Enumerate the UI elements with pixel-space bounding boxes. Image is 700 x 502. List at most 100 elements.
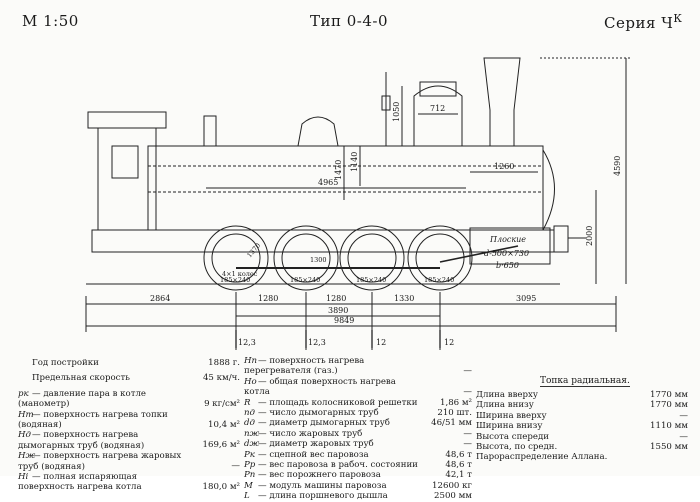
whistle [381, 95, 391, 111]
locomotive-drawing: 2864 1280 1280 1330 3095 3890 9849 4965 … [85, 57, 630, 350]
spec-row: nж— число жаровых труб — [244, 429, 472, 439]
spec-value: 48,6 т [445, 459, 472, 470]
buffer-beam [553, 225, 569, 253]
spec-row: Pр— вес паровоза в рабоч. состоянии 48,6… [244, 460, 472, 470]
dim-text: 712 [430, 104, 445, 113]
specs-firebox: Длина вверху 1770 мм Длина внизу 1770 мм… [476, 376, 688, 463]
steam-dome [297, 116, 339, 147]
spec-label: — вес порожнего паровоза [258, 470, 381, 481]
spec-label: — диаметр дымогарных труб [258, 418, 390, 429]
spec-row: pк— давление пара в котле (манометр) 9 к… [18, 389, 240, 410]
cab-roof [87, 111, 167, 129]
spec-row: Hо— общая поверхность нагрева котла — [244, 377, 472, 398]
spec-symbol: Hт [18, 409, 34, 420]
spec-symbol: Hо [244, 376, 257, 387]
spec-value: 1888 г. [208, 358, 240, 368]
dim-text: 1470 [334, 160, 343, 180]
spec-symbol: nж [244, 428, 260, 439]
series-label: Серия ЧК [604, 12, 682, 32]
dim-text: 4965 [318, 178, 338, 187]
type-label: Тип 0-4-0 [310, 12, 389, 30]
spec-row: Предельная скорость 45 км/ч. [18, 373, 240, 383]
spec-row: nд— число дымогарных труб 210 шт. [244, 408, 472, 418]
spec-row: Год постройки 1888 г. [18, 358, 240, 368]
dim-text: 9849 [334, 316, 354, 325]
spec-label: Высота спереди [476, 431, 549, 442]
dim-text: 1280 [258, 294, 278, 303]
spec-value: — [679, 431, 688, 442]
spec-label: Высота, по средн. [476, 441, 558, 452]
wheel-1-inner [211, 233, 261, 283]
spec-value: 1770 мм [650, 400, 688, 411]
spec-value: 1550 мм [650, 441, 688, 452]
spec-row: M— модуль машины паровоза 12600 кг [244, 481, 472, 491]
spec-value: — [463, 366, 472, 376]
spec-value: 10,4 м² [208, 419, 240, 430]
series-text: Серия [604, 14, 656, 32]
dim-text: 1280 [326, 294, 346, 303]
spec-row: Hп— поверхность нагрева перегревателя (г… [244, 356, 472, 377]
spec-row: Высота, по средн. 1550 мм [476, 442, 688, 452]
dome-cap [419, 81, 457, 97]
spec-value: 180,0 м² [202, 481, 240, 492]
spec-row: Hж— поверхность нагрева жаровых труб (во… [18, 451, 240, 472]
spec-label: Ширина внизу [476, 421, 543, 432]
wheel-1 [203, 225, 269, 291]
chimney [483, 57, 521, 147]
spec-symbol: Pп [244, 470, 256, 481]
spec-symbol: Hд [18, 430, 31, 441]
sand-dome [413, 85, 463, 147]
spec-symbol: dд [244, 418, 255, 429]
spec-symbol: nд [244, 407, 255, 418]
series-sup: К [673, 12, 683, 25]
wheel-4 [407, 225, 473, 291]
spec-label: — диаметр жаровых труб [258, 439, 374, 450]
document-page: М 1:50 Тип 0-4-0 Серия ЧК [18, 12, 688, 502]
dim-text: 3890 [328, 306, 348, 315]
spec-value: 45 км/ч. [202, 373, 240, 384]
spec-label: — давление пара в котле (манометр) [18, 388, 147, 410]
spec-label: — общая поверхность нагрева котла [244, 376, 396, 398]
spec-row: Высота спереди — [476, 432, 688, 442]
spec-value: — [463, 439, 472, 450]
cylinder [469, 227, 551, 265]
axle-dia-label: 1300 [310, 256, 327, 264]
spec-row: Ширина внизу 1110 мм [476, 421, 688, 431]
axle-load: 12 [376, 338, 386, 347]
scale-label: М 1:50 [22, 12, 79, 30]
spec-row: dд— диаметр дымогарных труб 46/51 мм [244, 418, 472, 428]
series-letter: Ч [661, 14, 674, 32]
spec-label: — вес паровоза в рабоч. состоянии [258, 459, 418, 470]
annotation-line2: d-500×730 [484, 249, 529, 258]
spec-label: — число жаровых труб [258, 428, 363, 439]
spec-symbol: Hж [18, 451, 36, 462]
spec-value: 169,6 м² [202, 440, 240, 451]
spec-value: 42,1 т [445, 470, 472, 481]
spec-label: — площадь колосниковой решетки [258, 397, 418, 408]
spec-label: — модуль машины паровоза [258, 480, 387, 491]
spec-value: 2500 мм [434, 491, 472, 502]
spec-row: Hі— полная испаряющая поверхность нагрев… [18, 472, 240, 493]
wheel-label: 185×240 [356, 276, 386, 284]
spec-value: 1110 мм [650, 421, 688, 432]
firebox-title: Топка радиальная. [540, 376, 630, 387]
spec-row: Длина внизу 1770 мм [476, 400, 688, 410]
spec-symbol: Pр [244, 459, 256, 470]
spec-label: — поверхность нагрева дымогарных труб (в… [18, 430, 145, 451]
spec-row: R— площадь колосниковой решетки 1,86 м² [244, 398, 472, 408]
spec-label: Длина внизу [476, 400, 534, 411]
spec-value: — [679, 410, 688, 421]
wheel-3 [339, 225, 405, 291]
dim-text: 4590 [613, 156, 622, 176]
spec-value: 46/51 мм [431, 418, 472, 429]
wheel-label: 185×240 [220, 276, 250, 284]
dim-text: 2000 [585, 226, 594, 246]
dim-text: 1260 [494, 162, 514, 171]
spec-label: — длина поршневого дышла [258, 491, 388, 502]
spec-symbol: dж [244, 439, 260, 450]
spec-label: — поверхность нагрева перегревателя (газ… [244, 356, 365, 377]
spec-value: 48,6 т [445, 449, 472, 460]
spec-row: L— длина поршневого дышла 2500 мм [244, 491, 472, 501]
spec-symbol: Pк [244, 449, 255, 460]
spec-row: Pк— сцепной вес паровоза 48,6 т [244, 450, 472, 460]
